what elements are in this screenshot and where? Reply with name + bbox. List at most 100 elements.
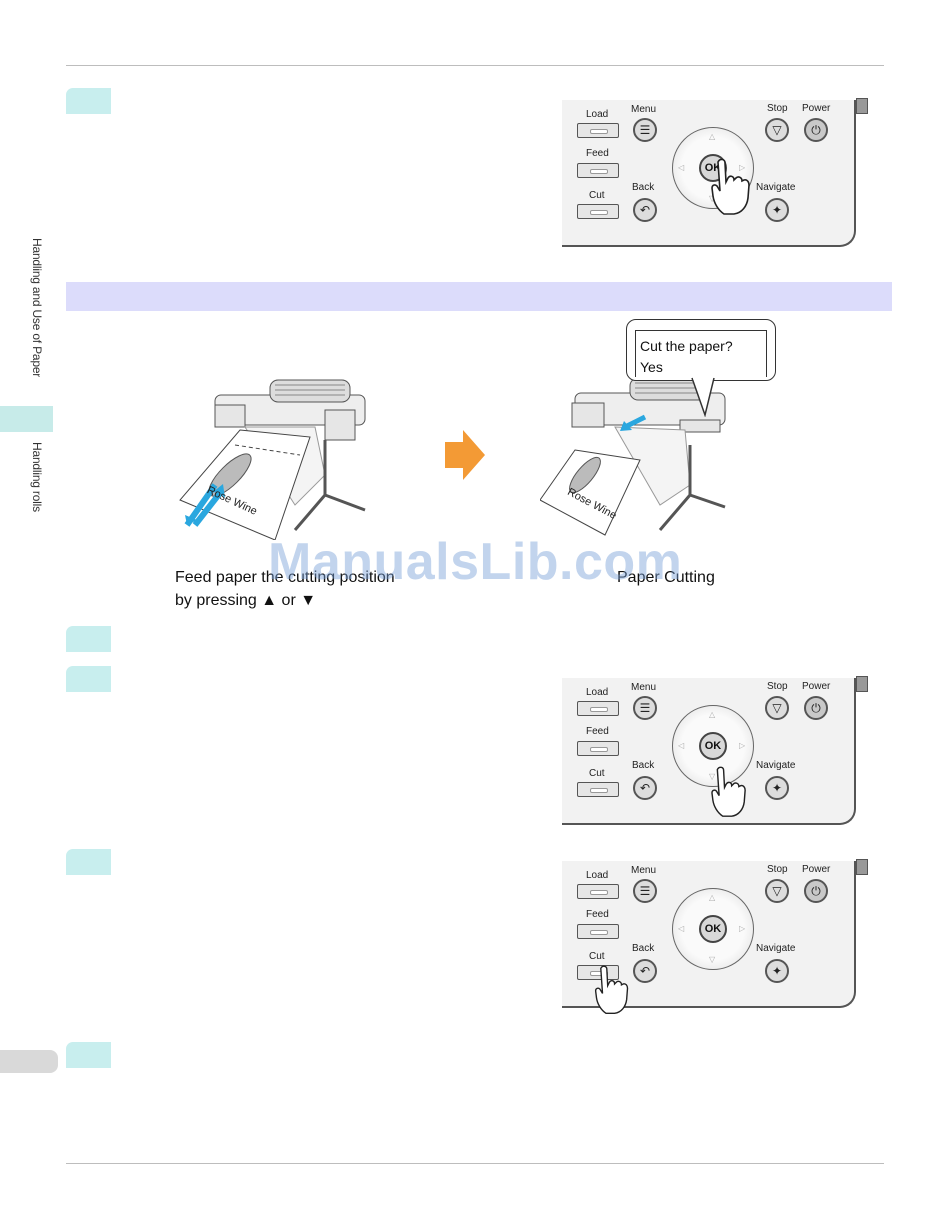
stop-button[interactable]: ▽ (765, 118, 789, 142)
caption-cutting: Paper Cutting (617, 569, 715, 586)
down-arrow-icon: ▽ (709, 955, 716, 964)
down-arrow-icon: ▽ (709, 772, 716, 781)
sidebar-current-tab (0, 406, 53, 432)
ok-button[interactable]: OK (699, 915, 727, 943)
display-message-bubble: Cut the paper? Yes (626, 319, 776, 381)
power-icon: ⏻ (811, 883, 821, 898)
feed-button[interactable] (577, 924, 619, 939)
cut-button[interactable] (577, 965, 619, 980)
control-panel-ok: Load Feed Cut Menu ☰ Back ↶ Stop ▽ Power… (562, 98, 868, 247)
back-button[interactable]: ↶ (633, 776, 657, 800)
back-label: Back (632, 182, 655, 193)
menu-label: Menu (631, 865, 657, 876)
power-icon: ⏻ (811, 700, 821, 715)
up-arrow-icon: △ (709, 132, 716, 141)
pointing-hand-icon (594, 965, 629, 1014)
arrow-dial[interactable]: △ ▽ ◁ ▷ OK (672, 705, 754, 787)
load-button[interactable] (577, 884, 619, 899)
cut-label: Cut (589, 190, 605, 201)
navigate-label: Navigate (756, 182, 796, 193)
menu-button[interactable]: ☰ (633, 118, 657, 142)
sidebar-page-tab (0, 1050, 58, 1073)
back-icon: ↶ (639, 964, 651, 978)
navigate-icon: ✦ (771, 781, 783, 795)
navigate-label: Navigate (756, 760, 796, 771)
back-label: Back (632, 943, 655, 954)
left-arrow-icon: ◁ (678, 163, 685, 172)
cut-button[interactable] (577, 782, 619, 797)
menu-button[interactable]: ☰ (633, 696, 657, 720)
back-button[interactable]: ↶ (633, 959, 657, 983)
bubble-pointer (691, 377, 715, 417)
navigate-label: Navigate (756, 943, 796, 954)
stop-label: Stop (767, 103, 788, 114)
right-arrow-icon: ▷ (739, 163, 746, 172)
navigate-button[interactable]: ✦ (765, 198, 789, 222)
feed-button[interactable] (577, 741, 619, 756)
stop-button[interactable]: ▽ (765, 879, 789, 903)
section-band (66, 282, 892, 311)
left-arrow-icon: ◁ (678, 741, 685, 750)
menu-label: Menu (631, 104, 657, 115)
menu-button[interactable]: ☰ (633, 879, 657, 903)
navigate-button[interactable]: ✦ (765, 776, 789, 800)
navigate-button[interactable]: ✦ (765, 959, 789, 983)
stop-label: Stop (767, 864, 788, 875)
menu-icon: ☰ (639, 884, 651, 898)
stop-button[interactable]: ▽ (765, 696, 789, 720)
display-question: Cut the paper? (640, 338, 733, 354)
stop-icon: ▽ (772, 701, 782, 715)
feed-label: Feed (586, 726, 609, 737)
back-icon: ↶ (639, 203, 651, 217)
load-button[interactable] (577, 701, 619, 716)
footer-rule (66, 1163, 884, 1164)
power-label: Power (802, 864, 831, 875)
control-panel-cut: Load Feed Cut Menu ☰ Back ↶ Stop ▽ Power… (562, 859, 868, 1014)
sidebar-subsection-label: Handling rolls (30, 442, 44, 512)
stop-label: Stop (767, 681, 788, 692)
power-button[interactable]: ⏻ (804, 696, 828, 720)
right-arrow-icon: ▷ (739, 741, 746, 750)
down-arrow-icon: ▽ (709, 194, 716, 203)
right-arrow-icon: ▷ (739, 924, 746, 933)
load-label: Load (586, 870, 609, 881)
step-marker-5 (66, 1042, 111, 1068)
arrow-dial[interactable]: △ ▽ ◁ ▷ OK (672, 888, 754, 970)
menu-icon: ☰ (639, 701, 651, 715)
feed-label: Feed (586, 148, 609, 159)
display-answer: Yes (640, 359, 663, 375)
ok-button[interactable]: OK (699, 732, 727, 760)
power-icon: ⏻ (811, 122, 821, 137)
printer-feed-illustration (179, 379, 366, 540)
panel-edge (856, 98, 868, 114)
display-screen (635, 330, 767, 377)
feed-button[interactable] (577, 163, 619, 178)
back-button[interactable]: ↶ (633, 198, 657, 222)
left-arrow-icon: ◁ (678, 924, 685, 933)
step-marker-4 (66, 849, 111, 875)
menu-label: Menu (631, 682, 657, 693)
back-label: Back (632, 760, 655, 771)
sidebar-section-label: Handling and Use of Paper (30, 238, 44, 378)
up-arrow-icon: △ (709, 893, 716, 902)
power-button[interactable]: ⏻ (804, 879, 828, 903)
power-button[interactable]: ⏻ (804, 118, 828, 142)
panel-edge (856, 859, 868, 875)
load-button[interactable] (577, 123, 619, 138)
step-marker-2 (66, 626, 111, 652)
power-label: Power (802, 681, 831, 692)
next-step-arrow (445, 430, 485, 480)
step-marker-3 (66, 666, 111, 692)
watermark: ManualsLib.com (268, 533, 683, 591)
header-rule (66, 65, 884, 66)
cut-button[interactable] (577, 204, 619, 219)
panel-edge (856, 676, 868, 692)
menu-icon: ☰ (639, 123, 651, 137)
step-marker-1 (66, 88, 111, 114)
up-arrow-icon: △ (709, 710, 716, 719)
load-label: Load (586, 109, 609, 120)
printer-cut-illustration (540, 377, 726, 536)
back-icon: ↶ (639, 781, 651, 795)
navigate-icon: ✦ (771, 964, 783, 978)
pointing-hand-icon (711, 766, 746, 817)
